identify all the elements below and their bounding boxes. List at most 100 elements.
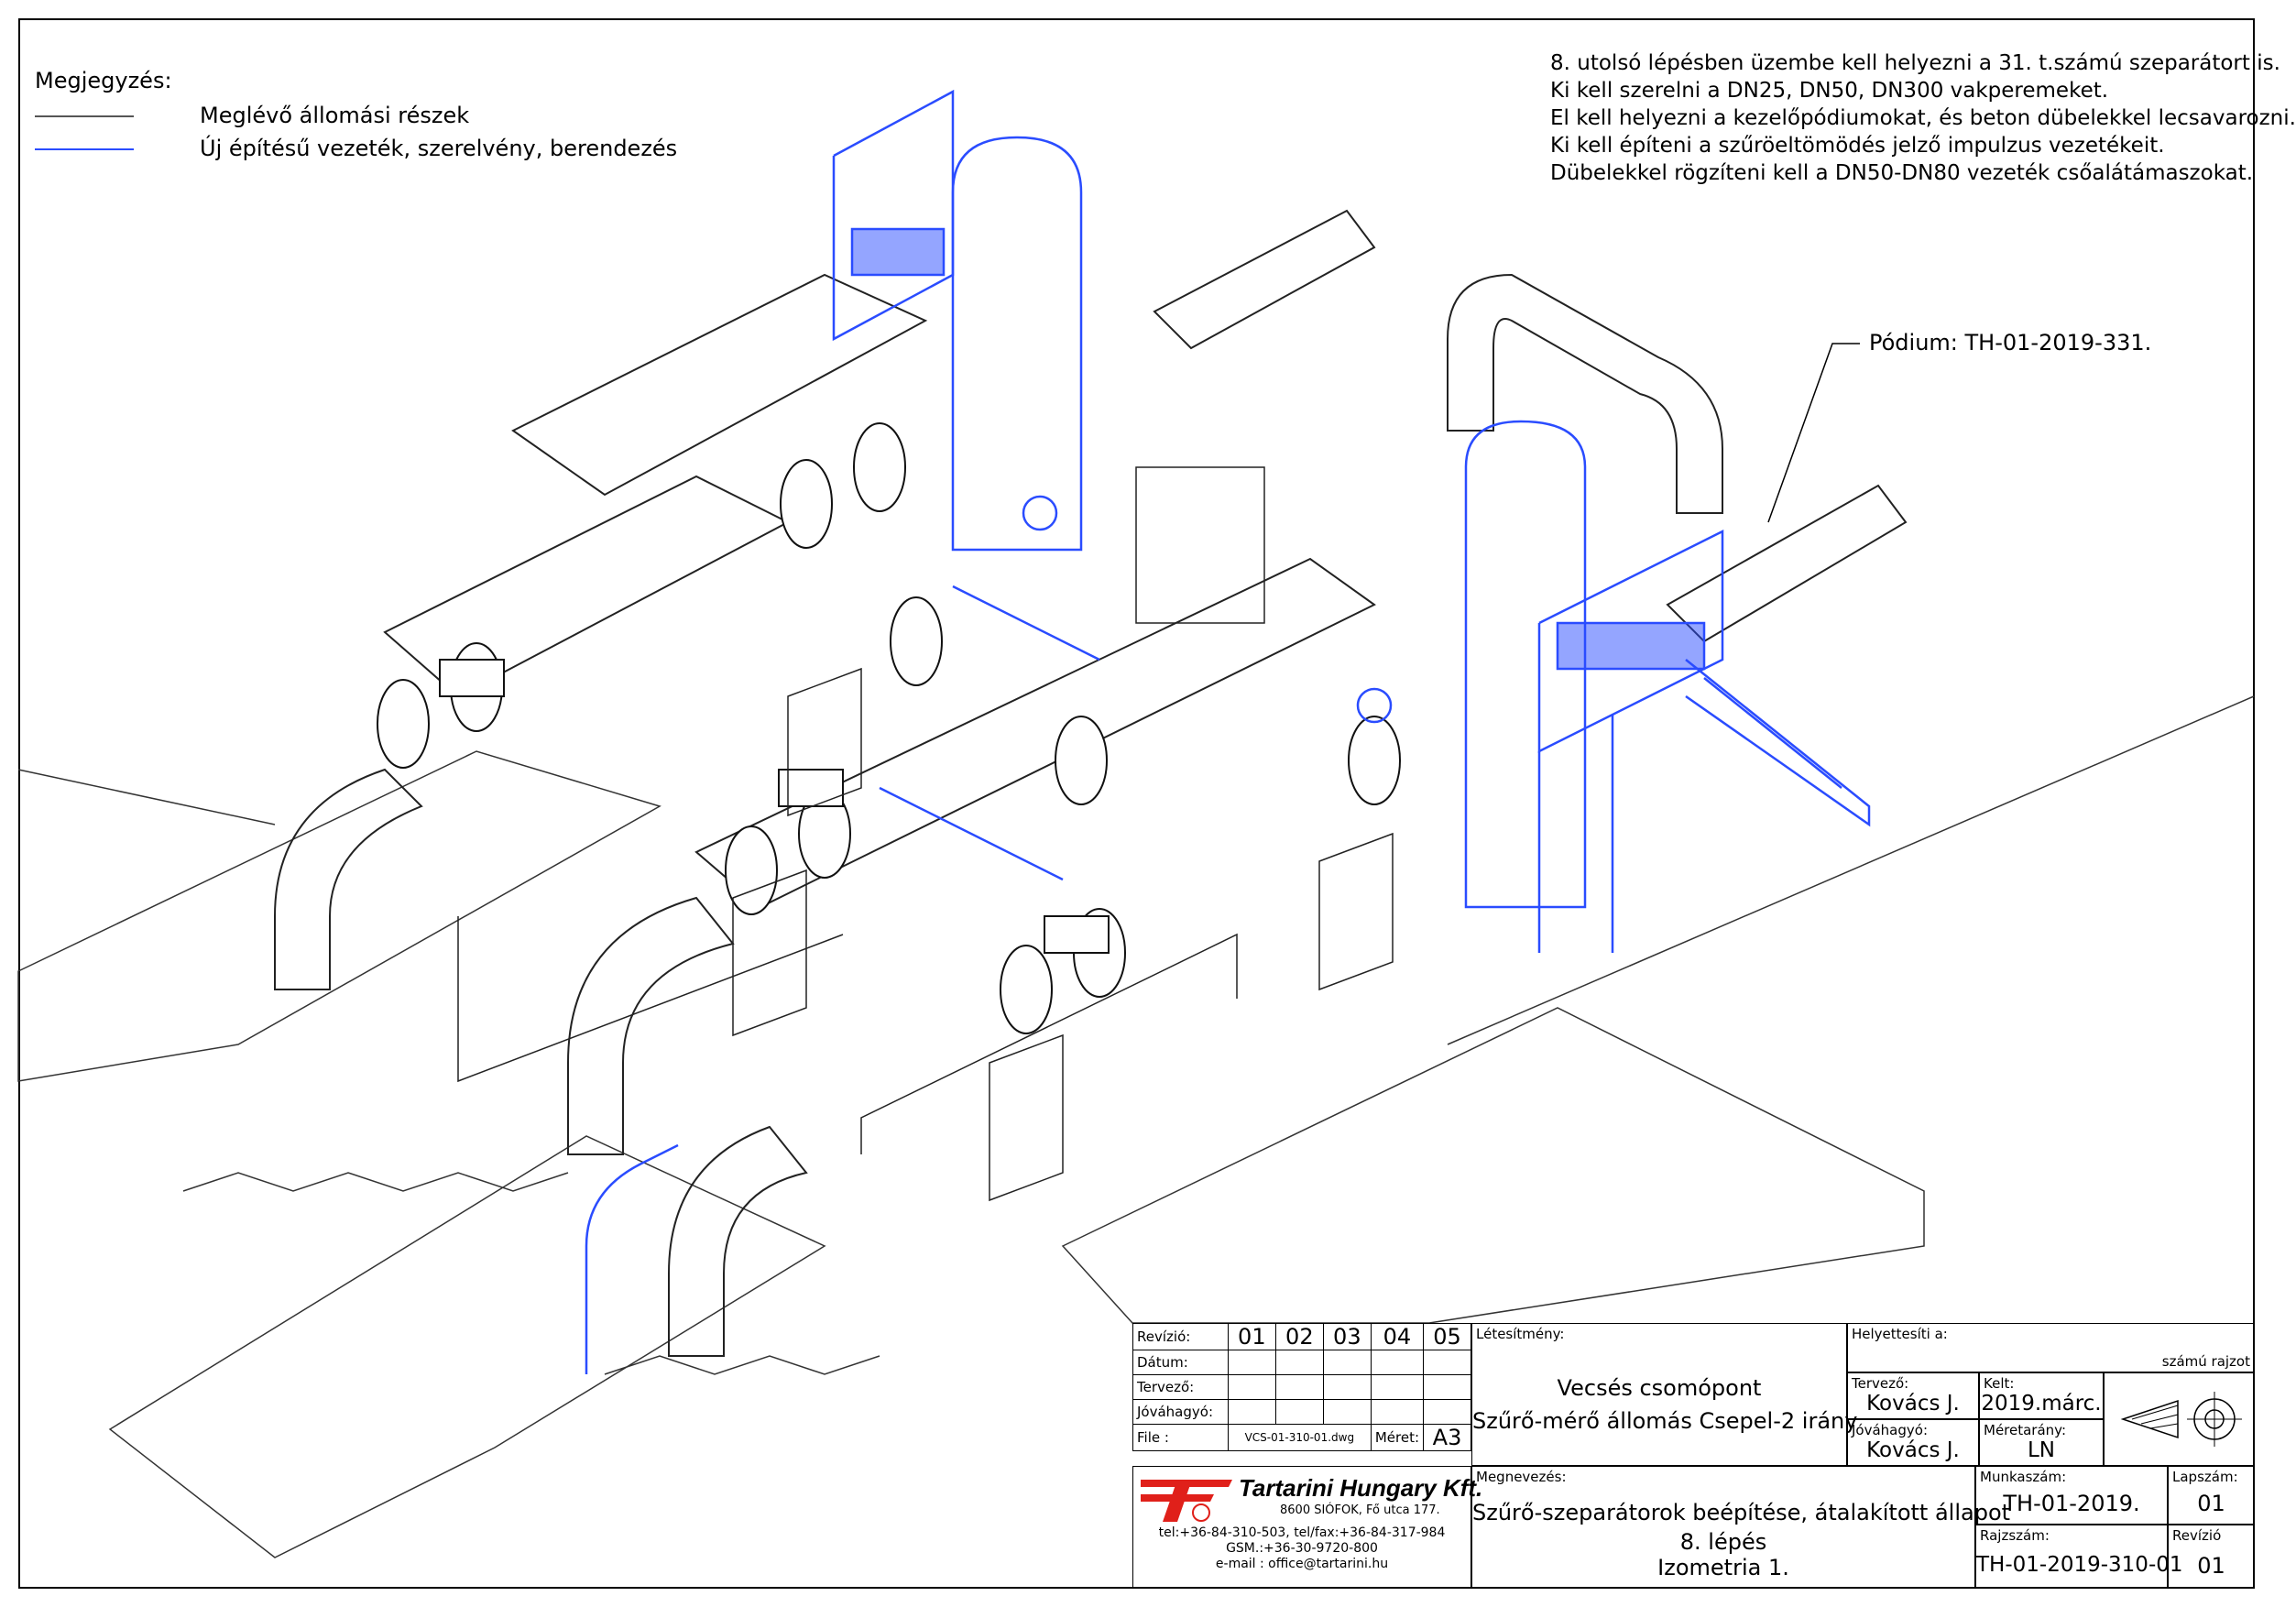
legend-line-new <box>35 148 134 150</box>
company-contact: tel:+36-84-310-503, tel/fax:+36-84-317-9… <box>1133 1525 1471 1572</box>
facility-cell: Létesítmény: Vecsés csomópont Szűrő-mérő… <box>1471 1323 1858 1466</box>
company-box: Tartarini Hungary Kft. 8600 SIÓFOK, Fő u… <box>1132 1466 1482 1589</box>
company-address: 8600 SIÓFOK, Fő utca 177. <box>1280 1503 1440 1517</box>
revision-value: 01 <box>2197 1553 2225 1579</box>
note-line: 8. utolsó lépésben üzembe kell helyezni … <box>1550 51 2280 75</box>
replaces-label: Helyettesíti a: <box>1852 1326 1948 1342</box>
flange-9 <box>1055 716 1108 805</box>
jovahagyo-value: Kovács J. <box>1866 1438 1960 1462</box>
separator-vessel-2 <box>1464 420 1587 909</box>
name-line-1: Szűrő-szeparátorok beépítése, átalakítot… <box>1472 1500 2011 1525</box>
flange-4 <box>853 422 906 512</box>
notes: 8. utolsó lépésben üzembe kell helyezni … <box>1550 49 2296 187</box>
loop-pipe-right <box>1447 273 1723 514</box>
drawing-no-cell: Rajzszám: TH-01-2019-310-01 <box>1975 1525 2183 1589</box>
new-equipment <box>585 89 1871 1374</box>
flange-10 <box>1348 716 1401 805</box>
flange-5 <box>725 825 778 915</box>
flange-11 <box>890 596 943 686</box>
size-label: Méret: <box>1370 1424 1425 1451</box>
approver-label: Jóváhagyó: <box>1132 1399 1229 1425</box>
legend-title: Megjegyzés: <box>35 68 172 93</box>
flange-3 <box>780 459 833 549</box>
sheet-label: Lapszám: <box>2172 1469 2238 1485</box>
support-block-4 <box>787 667 862 817</box>
company-email: e-mail : office@tartarini.hu <box>1215 1557 1389 1571</box>
title-block: Revízió: 01 02 03 04 05 Dátum: Tervező: … <box>1132 1323 2255 1589</box>
stair-steps-left <box>182 1172 569 1192</box>
main-pipe-lower <box>694 557 1376 909</box>
facility-label: Létesítmény: <box>1476 1326 1565 1342</box>
note-line: El kell helyezni a kezelőpódiumokat, és … <box>1550 106 2296 130</box>
kelt-label: Kelt: <box>1984 1375 2015 1392</box>
pipe-riser-elbow-1 <box>274 768 423 990</box>
revision-number: 01 <box>1227 1323 1276 1350</box>
facility-line-2: Szűrő-mérő állomás Csepel-2 irány <box>1472 1408 1858 1434</box>
revision-cell: Revízió 01 <box>2168 1525 2255 1589</box>
company-name: Tartarini Hungary Kft. <box>1239 1474 1483 1502</box>
main-pipe-upper <box>511 273 928 497</box>
designer-label: Tervező: <box>1132 1374 1229 1400</box>
drawing-no-value: TH-01-2019-310-01 <box>1976 1553 2183 1577</box>
facility-line-1: Vecsés csomópont <box>1557 1375 1762 1401</box>
drawing-no-label: Rajzszám: <box>1980 1527 2050 1544</box>
file-value: VCS-01-310-01.dwg <box>1227 1424 1372 1451</box>
handwheel-2 <box>1356 687 1393 724</box>
note-line: Ki kell építeni a szűröeltömödés jelző i… <box>1550 134 2165 158</box>
company-gsm: GSM.:+36-30-9720-800 <box>1226 1541 1378 1556</box>
kelt-cell: Kelt: 2019.márc. <box>1979 1372 2104 1419</box>
handwheel-1 <box>1022 495 1058 531</box>
flange-7 <box>1000 945 1053 1034</box>
legend-line-existing <box>35 115 134 117</box>
company-logo <box>1141 1480 1232 1522</box>
pipe-supports <box>457 466 1394 1202</box>
revision-label-2: Revízió <box>2172 1527 2222 1544</box>
size-value: A3 <box>1423 1424 1471 1451</box>
new-pipe-branch <box>585 1143 679 1374</box>
name-label: Megnevezés: <box>1476 1469 1567 1485</box>
concrete-slab-left <box>17 750 661 1082</box>
concrete-slab-right <box>1061 1007 1925 1324</box>
separator-vessel-1 <box>951 136 1083 552</box>
podium-label: Pódium: TH-01-2019-331. <box>1869 330 2152 355</box>
revision-table: Revízió: 01 02 03 04 05 Dátum: Tervező: … <box>1132 1323 1471 1589</box>
tervezo-label: Tervező: <box>1852 1375 1909 1392</box>
pipe-riser-elbow-3 <box>668 1125 808 1357</box>
stair-steps-bottom <box>604 1355 880 1375</box>
platform-left <box>832 89 955 342</box>
scale-cell: Méretarány: LN <box>1979 1419 2104 1466</box>
actuator-1 <box>439 659 505 697</box>
date-label: Dátum: <box>1132 1350 1229 1375</box>
revision-number: 05 <box>1423 1323 1471 1350</box>
platform-grating-right <box>1556 621 1706 671</box>
name-line-2: 8. lépés <box>1679 1529 1767 1555</box>
revision-number: 04 <box>1370 1323 1425 1350</box>
tervezo-cell: Tervező: Kovács J. <box>1847 1372 1979 1419</box>
actuator-3 <box>1044 915 1110 954</box>
work-no-value: TH-01-2019. <box>2003 1491 2140 1516</box>
support-block-1 <box>732 869 807 1037</box>
legend-label-existing: Meglévő állomási részek <box>200 103 470 128</box>
jovahagyo-cell: Jóváhagyó: Kovács J. <box>1847 1419 1979 1466</box>
staircase-right <box>1685 659 1871 827</box>
work-no-label: Munkaszám: <box>1980 1469 2067 1485</box>
name-line-3: Izometria 1. <box>1657 1555 1789 1580</box>
valves-and-flanges <box>377 422 1401 1034</box>
company-phone: tel:+36-84-310-503, tel/fax:+36-84-317-9… <box>1158 1525 1446 1540</box>
revision-label: Revízió: <box>1132 1323 1229 1350</box>
kelt-value: 2019.márc. <box>1981 1392 2102 1416</box>
support-block-3 <box>1318 832 1394 991</box>
scale-label: Méretarány: <box>1984 1422 2067 1438</box>
work-no-cell: Munkaszám: TH-01-2019. <box>1975 1466 2168 1525</box>
support-block-2 <box>989 1033 1064 1202</box>
platform-right <box>1537 529 1724 754</box>
revision-number: 03 <box>1322 1323 1372 1350</box>
title-name-cell: Megnevezés: Szűrő-szeparátorok beépítése… <box>1471 1466 2011 1589</box>
control-cabinet <box>1135 466 1265 624</box>
sheet-value: 01 <box>2197 1491 2225 1516</box>
drawing-suffix: számú rajzot <box>2161 1353 2250 1370</box>
pipe-riser-elbow-2 <box>567 896 735 1155</box>
concrete-slab-bottom <box>108 1135 826 1558</box>
podium-leader-line <box>1767 343 1860 523</box>
